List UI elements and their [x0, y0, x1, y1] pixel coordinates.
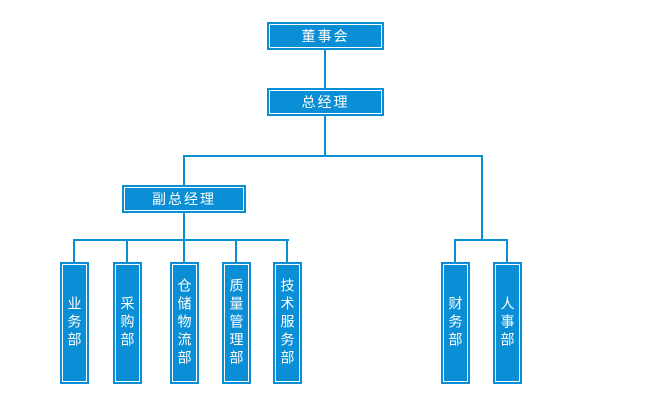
node-label: 财务部 — [447, 296, 464, 350]
node-label: 副总经理 — [152, 191, 216, 207]
node-label: 业务部 — [66, 296, 83, 350]
node-purchasing-dept: 采购部 — [113, 262, 142, 384]
node-label: 总经理 — [301, 94, 350, 110]
node-board-of-directors: 董事会 — [267, 22, 384, 50]
connector-right-branch-down — [481, 155, 483, 241]
connector-to-deputy-gm — [183, 155, 185, 185]
node-label: 仓储物流部 — [176, 278, 193, 368]
node-label: 技术服务部 — [279, 278, 296, 368]
node-label: 董事会 — [301, 28, 350, 44]
connector-stub-warehouse-dept — [183, 239, 185, 262]
connector-left-horizontal — [73, 239, 289, 241]
node-business-dept: 业务部 — [60, 262, 89, 384]
node-label: 人事部 — [499, 296, 516, 350]
node-finance-dept: 财务部 — [441, 262, 470, 384]
node-deputy-general-manager: 副总经理 — [122, 185, 246, 213]
connector-stub-hr-dept — [506, 239, 508, 262]
connector-stub-quality-dept — [235, 239, 237, 262]
connector-main-horizontal — [183, 155, 483, 157]
node-warehouse-logistics-dept: 仓储物流部 — [170, 262, 199, 384]
node-hr-dept: 人事部 — [493, 262, 522, 384]
node-label: 质量管理部 — [228, 278, 245, 368]
connector-right-horizontal — [454, 239, 508, 241]
connector-stub-tech-dept — [286, 239, 288, 262]
node-label: 采购部 — [119, 296, 136, 350]
node-quality-management-dept: 质量管理部 — [222, 262, 251, 384]
node-technical-service-dept: 技术服务部 — [273, 262, 302, 384]
connector-gm-down — [324, 116, 326, 157]
connector-stub-finance-dept — [454, 239, 456, 262]
connector-stub-purchasing-dept — [126, 239, 128, 262]
connector-board-to-gm — [324, 50, 326, 88]
connector-stub-business-dept — [73, 239, 75, 262]
connector-deputy-gm-down — [183, 213, 185, 240]
node-general-manager: 总经理 — [267, 88, 384, 116]
